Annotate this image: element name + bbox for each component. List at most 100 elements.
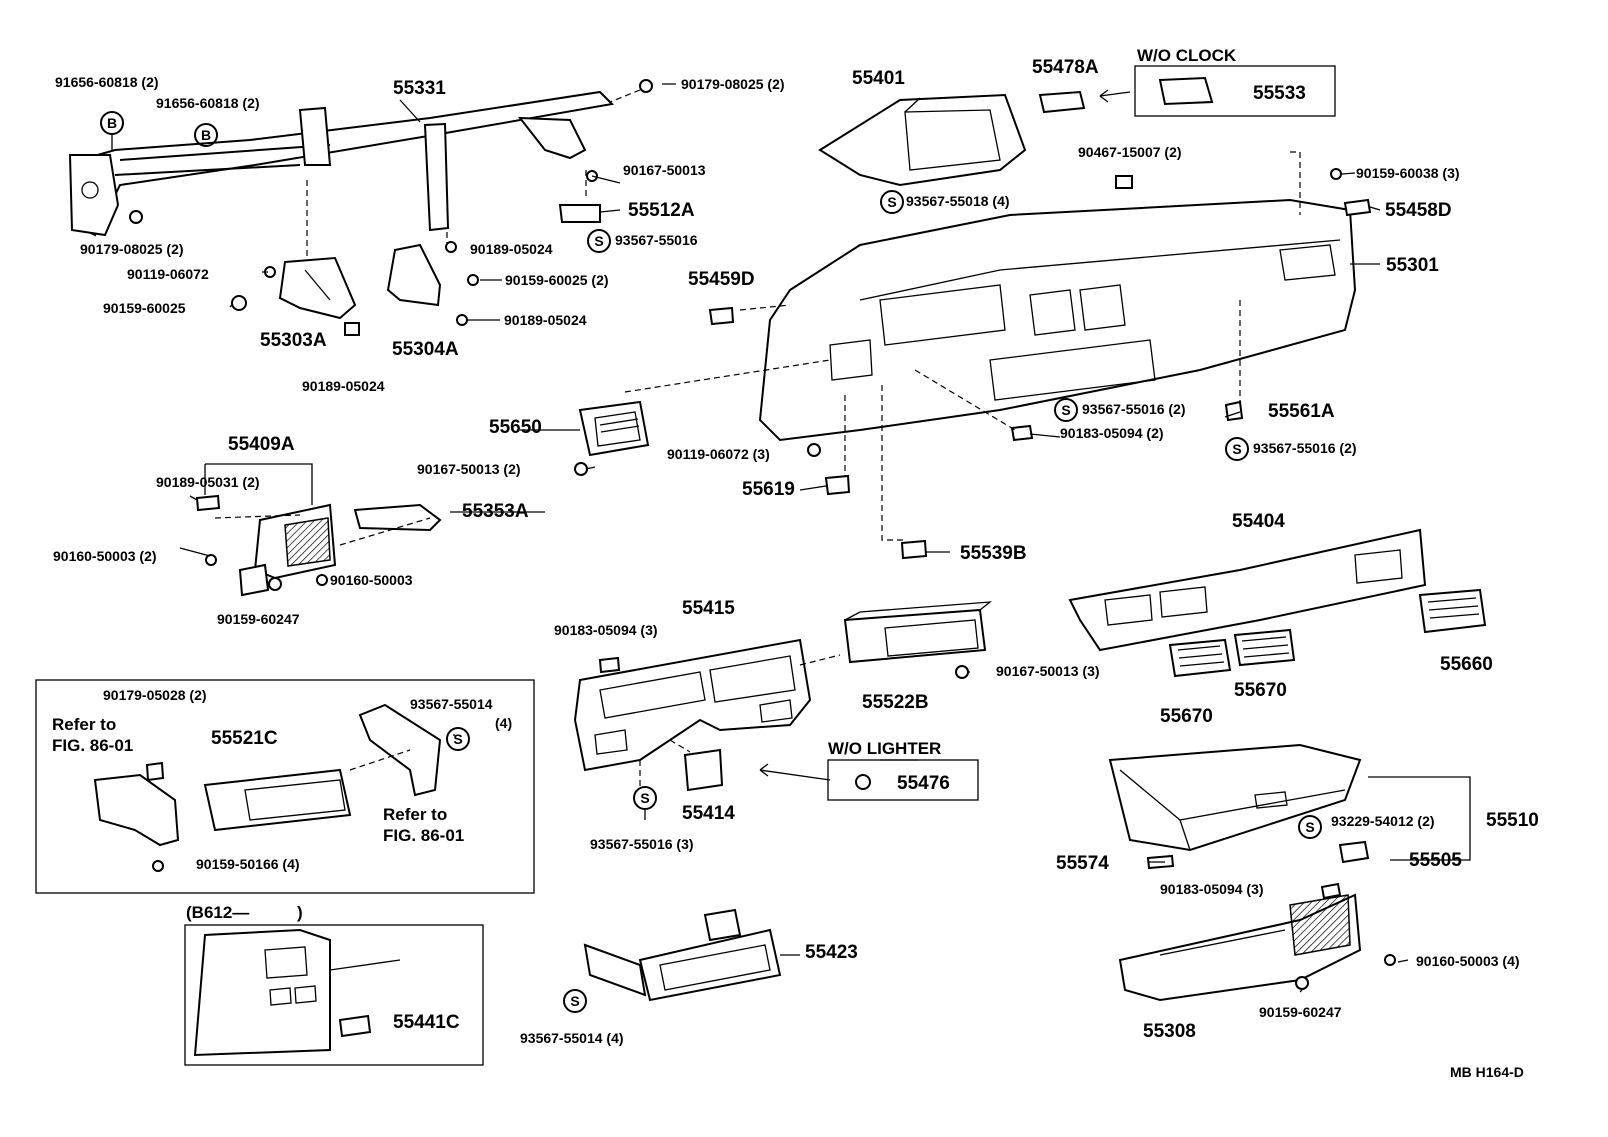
s-mark-1: S: [594, 233, 603, 249]
label-90189-05024-a: 90189-05024: [470, 241, 553, 257]
label-refer-b-line1: Refer to: [383, 805, 447, 824]
label-55650: 55650: [489, 417, 542, 438]
label-55459d: 55459D: [688, 269, 755, 290]
cluster-bezel-55415-drawing: [573, 638, 812, 772]
label-90167-50013-b: 90167-50013 (2): [417, 461, 521, 477]
s-marks: S S S S S S S S: [446, 190, 1322, 1013]
label-refer-b-line2: FIG. 86-01: [383, 826, 464, 845]
label-55331: 55331: [393, 78, 446, 99]
label-90159-60025-a: 90159-60025 (2): [505, 272, 609, 288]
label-55539b: 55539B: [960, 543, 1027, 564]
label-90160-50003-a: 90160-50003 (2): [53, 548, 157, 564]
fastener-cluster-bar: [129, 79, 653, 336]
instrument-hood-drawing: [818, 93, 1027, 187]
label-55308: 55308: [1143, 1021, 1196, 1042]
ashtray-55409a-drawing: [238, 503, 337, 597]
vents-55670-drawing: [1168, 628, 1296, 678]
s-mark-3: S: [1061, 402, 1070, 418]
s-mark-2: S: [887, 194, 896, 210]
label-90183-05094-c: 90183-05094 (3): [1160, 881, 1264, 897]
instrument-panel-drawing: [758, 198, 1357, 442]
label-90189-05024-c: 90189-05024: [302, 378, 385, 394]
label-93229-54012: 93229-54012 (2): [1331, 813, 1435, 829]
label-90167-50013-c: 90167-50013 (3): [996, 663, 1100, 679]
label-55401: 55401: [852, 68, 905, 89]
label-55505: 55505: [1409, 850, 1462, 871]
label-93567-55016-b: 93567-55016 (2): [1082, 401, 1186, 417]
b-mark-2: B: [201, 127, 211, 143]
b-mark-1: B: [107, 115, 117, 131]
label-90159-60038: 90159-60038 (3): [1356, 165, 1460, 181]
label-55301: 55301: [1386, 255, 1439, 276]
label-wo-clock: W/O CLOCK: [1137, 46, 1237, 65]
bracket-55304a-drawing: [386, 243, 442, 307]
s-mark-8: S: [570, 993, 579, 1009]
label-b612-close: ): [297, 903, 303, 922]
label-55533: 55533: [1253, 83, 1306, 104]
label-90179-05028: 90179-05028 (2): [103, 687, 207, 703]
label-55409a: 55409A: [228, 434, 295, 455]
label-55574: 55574: [1056, 853, 1109, 874]
label-55441c: 55441C: [393, 1012, 460, 1033]
label-90179-08025-top: 90179-08025 (2): [681, 76, 785, 92]
label-93567-55014-a-qty: (4): [495, 715, 512, 731]
label-93567-55018: 93567-55018 (4): [906, 193, 1010, 209]
label-93567-55014-b: 93567-55014 (4): [520, 1030, 624, 1046]
label-55458d: 55458D: [1385, 200, 1452, 221]
label-55415: 55415: [682, 598, 735, 619]
glove-box-55510-drawing: [1108, 743, 1362, 852]
label-55670-a: 55670: [1234, 680, 1287, 701]
label-55660: 55660: [1440, 654, 1493, 675]
box-55521c-drawing: [203, 768, 352, 832]
label-55521c: 55521C: [211, 728, 278, 749]
label-91656-60818-a: 91656-60818 (2): [55, 74, 159, 90]
label-93567-55016-a: 93567-55016: [615, 232, 698, 248]
reinforcement-bar-drawing: [68, 90, 615, 237]
label-55619: 55619: [742, 479, 795, 500]
label-55561a: 55561A: [1268, 401, 1335, 422]
label-refer-a-line2: FIG. 86-01: [52, 736, 133, 755]
label-90160-50003-b: 90160-50003: [330, 572, 413, 588]
s-mark-5: S: [453, 731, 462, 747]
label-90160-50003-c: 90160-50003 (4): [1416, 953, 1520, 969]
label-90183-05094-a: 90183-05094 (2): [1060, 425, 1164, 441]
label-55304a: 55304A: [392, 339, 459, 360]
label-55476: 55476: [897, 773, 950, 794]
label-wo-lighter: W/O LIGHTER: [828, 739, 941, 758]
label-91656-60818-b: 91656-60818 (2): [156, 95, 260, 111]
label-93567-55016-d: 93567-55016 (3): [590, 836, 694, 852]
s-mark-6: S: [640, 790, 649, 806]
wo-clock-box: [1134, 65, 1336, 117]
part-labels: 91656-60818 (2) 91656-60818 (2) 55331 90…: [52, 46, 1539, 1080]
switch-panel-inset-drawing: [193, 928, 401, 1057]
label-55670-b: 55670: [1160, 706, 1213, 727]
vent-55660-drawing: [1418, 588, 1487, 634]
label-55414: 55414: [682, 803, 735, 824]
label-footer-code: MB H164-D: [1450, 1064, 1524, 1080]
s-mark-7: S: [1305, 819, 1314, 835]
label-refer-a-line1: Refer to: [52, 715, 116, 734]
label-90167-50013-a: 90167-50013: [623, 162, 706, 178]
label-55353a: 55353A: [462, 501, 529, 522]
box-55522b-drawing: [843, 601, 993, 664]
vent-55650-drawing: [578, 400, 650, 457]
label-55510: 55510: [1486, 810, 1539, 831]
leader-lines: [111, 83, 1409, 993]
label-55522b: 55522B: [862, 692, 929, 713]
label-90119-06072-b: 90119-06072 (3): [667, 446, 770, 462]
label-55423: 55423: [805, 942, 858, 963]
label-b612: (B612—: [186, 903, 249, 922]
b-marks: B B: [100, 111, 218, 147]
label-90159-60247-b: 90159-60247: [1259, 1004, 1342, 1020]
label-93567-55014-a: 93567-55014: [410, 696, 493, 712]
label-90183-05094-b: 90183-05094 (3): [554, 622, 658, 638]
bracket-right-inset-drawing: [358, 703, 442, 797]
inset-box-radio-brackets: [35, 679, 535, 894]
label-55478a: 55478A: [1032, 57, 1099, 78]
label-90159-60247-a: 90159-60247: [217, 611, 300, 627]
label-90189-05031: 90189-05031 (2): [156, 474, 260, 490]
finish-panel-55404-drawing: [1068, 528, 1427, 652]
frame-55423-drawing: [583, 908, 782, 1002]
